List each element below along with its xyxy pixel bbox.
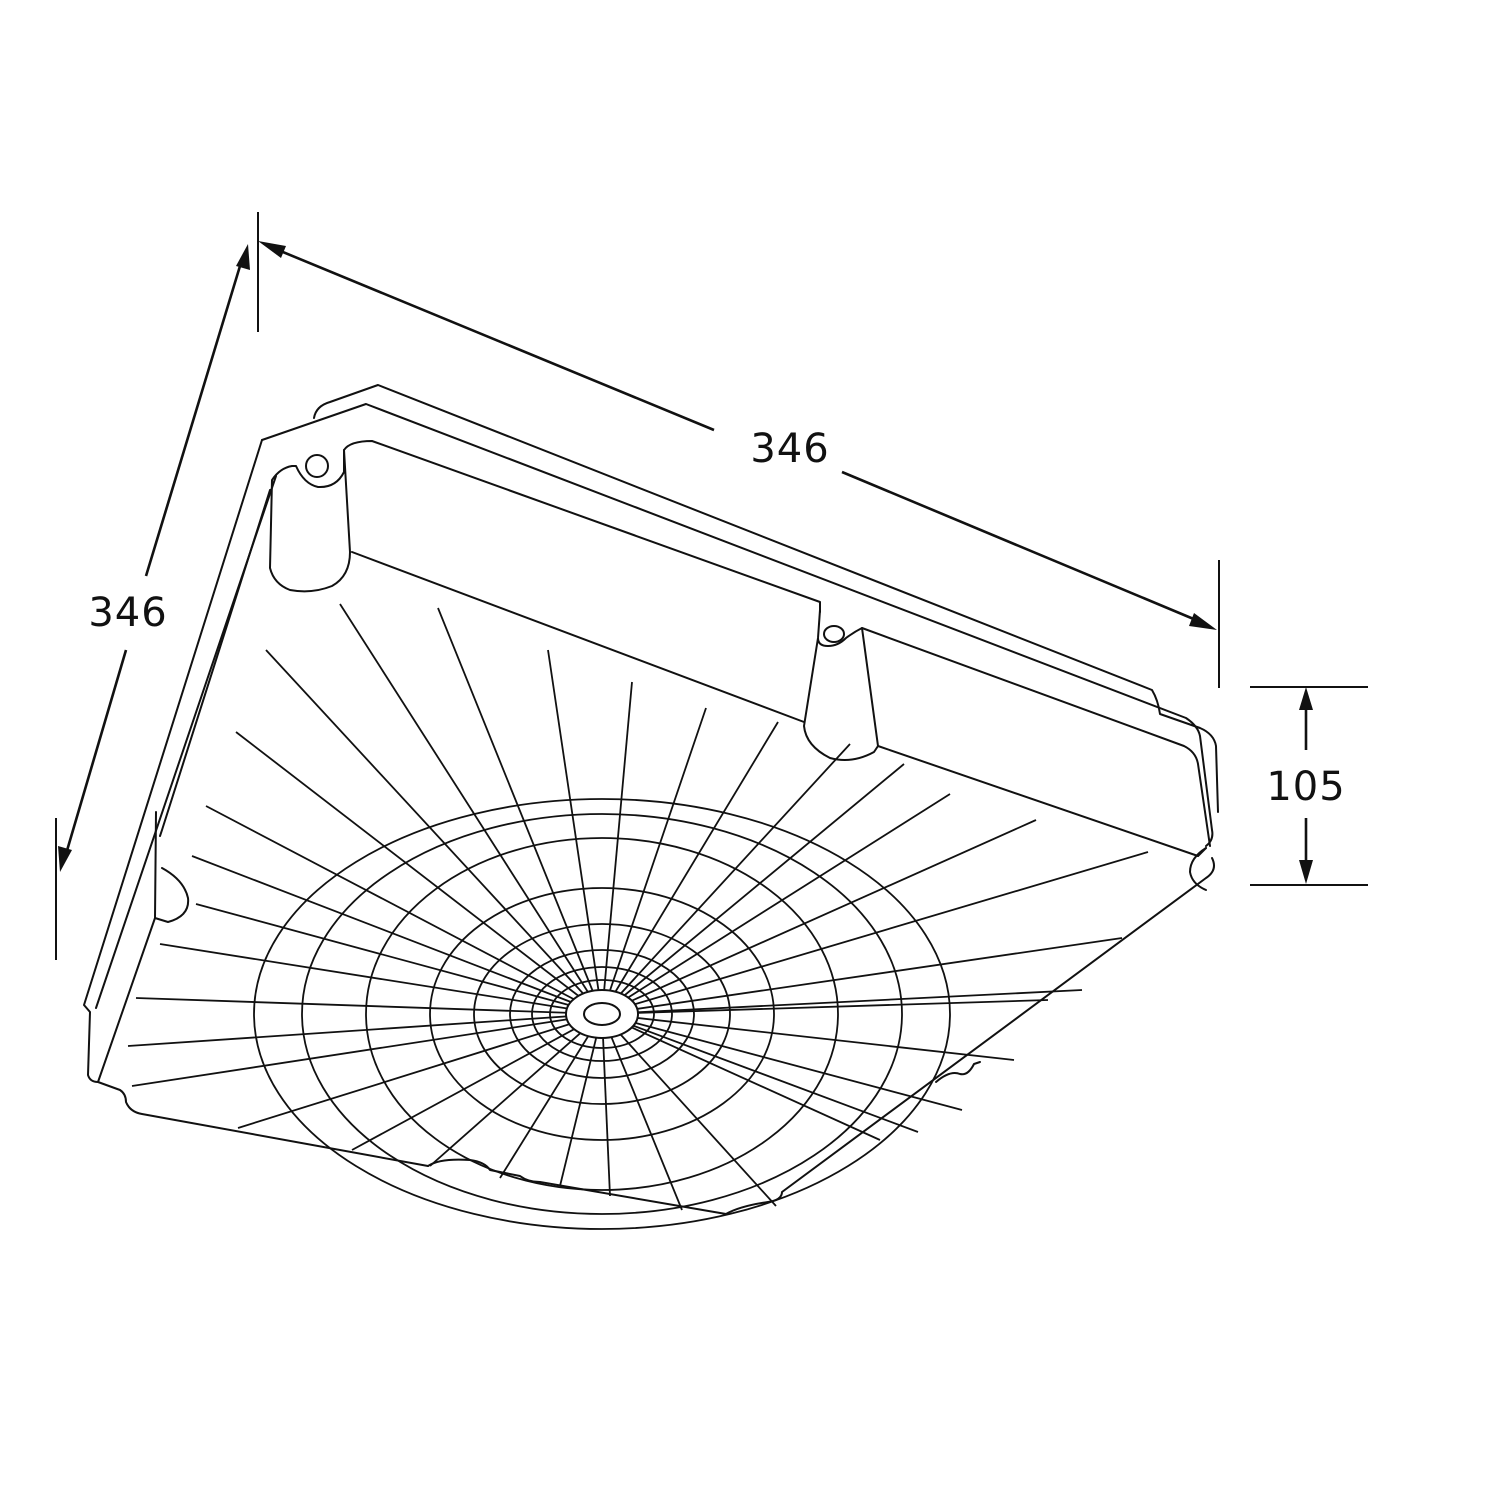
reflector-spoke bbox=[339, 603, 603, 1015]
reflector-spoke bbox=[601, 989, 1083, 1015]
housing-inner-wall-base-right bbox=[877, 745, 1199, 857]
dimension-line-length-a bbox=[277, 248, 715, 432]
reflector-spoke bbox=[351, 1013, 603, 1151]
reflector-spoke bbox=[547, 649, 603, 1015]
reflector-spoke bbox=[601, 681, 633, 1015]
housing-outer-rim bbox=[313, 384, 1219, 813]
reflector-spoke bbox=[601, 743, 851, 1015]
reflector-spoke bbox=[601, 1013, 919, 1133]
housing-left-inner-edge-2 bbox=[159, 489, 271, 837]
reflector-spoke bbox=[601, 937, 1123, 1015]
dimension-width: 346 bbox=[55, 244, 250, 960]
reflector-spoke bbox=[601, 1013, 777, 1207]
reflector-spoke bbox=[601, 1013, 683, 1211]
mounting-post-left bbox=[269, 449, 351, 593]
arrowhead-height-bottom bbox=[1299, 860, 1313, 884]
reflector-spoke bbox=[601, 793, 951, 1015]
reflector-concentric-rings bbox=[253, 798, 951, 1230]
arrowhead-width-top bbox=[236, 244, 250, 270]
reflector-spoke bbox=[601, 721, 779, 1015]
reflector-spoke bbox=[601, 999, 1049, 1015]
reflector-ring bbox=[531, 966, 673, 1062]
dimension-height: 105 bbox=[1250, 686, 1368, 886]
arrowhead-length-left bbox=[258, 241, 286, 258]
post-right-screw-hole bbox=[823, 625, 845, 643]
reflector-spoke bbox=[235, 731, 603, 1015]
post-left-outline bbox=[269, 449, 351, 593]
dimension-label-height: 105 bbox=[1266, 764, 1345, 810]
mounting-post-right bbox=[803, 609, 879, 761]
reflector-spoke bbox=[205, 805, 603, 1015]
reflector-ring bbox=[253, 798, 951, 1230]
housing-inner-top-edge bbox=[343, 440, 821, 613]
fixture-housing bbox=[83, 384, 1219, 1215]
arrowhead-width-bottom bbox=[58, 846, 72, 872]
dimension-line-width-b bbox=[64, 649, 128, 855]
reflector-spoke bbox=[127, 1013, 603, 1047]
reflector-spoke bbox=[601, 1013, 611, 1197]
reflector-spoke bbox=[135, 997, 603, 1015]
post-left-screw-hole bbox=[305, 454, 329, 478]
housing-inner-top-edge-right bbox=[861, 627, 1211, 847]
dimension-label-width: 346 bbox=[88, 590, 167, 636]
housing-left-outer-edge bbox=[83, 439, 429, 1167]
reflector-spoke bbox=[191, 855, 603, 1015]
reflector-spoke bbox=[429, 1013, 603, 1167]
reflector-ring bbox=[509, 949, 695, 1079]
lens-right-edge bbox=[1197, 847, 1207, 857]
dimension-line-length-b bbox=[841, 470, 1197, 622]
corner-left-bulge bbox=[154, 867, 190, 923]
reflector-spoke bbox=[601, 851, 1149, 1015]
reflector-ring bbox=[301, 813, 903, 1215]
housing-left-panel-edge bbox=[97, 811, 157, 1083]
dimension-line-width-a bbox=[144, 265, 242, 577]
center-sensor-core bbox=[583, 1002, 621, 1026]
reflector-spoke bbox=[131, 1013, 603, 1087]
reflector-spoke bbox=[265, 649, 603, 1015]
reflector-ring bbox=[549, 979, 655, 1049]
reflector-spoke bbox=[559, 1013, 603, 1187]
reflector-spoke bbox=[601, 763, 905, 1015]
housing-second-rim bbox=[261, 403, 1214, 847]
reflector-radial-lines bbox=[127, 603, 1149, 1211]
reflector-spoke bbox=[601, 819, 1037, 1015]
reflector-ring bbox=[429, 887, 775, 1141]
reflector-spoke bbox=[195, 903, 603, 1015]
reflector-spoke bbox=[437, 607, 603, 1015]
post-right-outline bbox=[803, 609, 879, 761]
arrowhead-height-top bbox=[1299, 687, 1313, 710]
reflector-spoke bbox=[601, 707, 707, 1015]
reflector-spoke bbox=[237, 1013, 603, 1129]
reflector-ring bbox=[365, 837, 839, 1191]
reflector-spoke bbox=[159, 943, 603, 1015]
lens-right-notch bbox=[935, 1061, 981, 1083]
dimension-length: 346 bbox=[257, 212, 1220, 688]
reflector-spoke bbox=[601, 1013, 963, 1111]
reflector-spoke bbox=[601, 1013, 881, 1141]
corner-right-bulge bbox=[1189, 847, 1207, 891]
lens-bottom-outline bbox=[427, 857, 1215, 1215]
housing-inner-wall-base bbox=[351, 551, 805, 723]
arrowhead-length-right bbox=[1189, 613, 1217, 630]
dimension-label-length: 346 bbox=[750, 426, 829, 472]
reflector-ring bbox=[473, 923, 731, 1105]
